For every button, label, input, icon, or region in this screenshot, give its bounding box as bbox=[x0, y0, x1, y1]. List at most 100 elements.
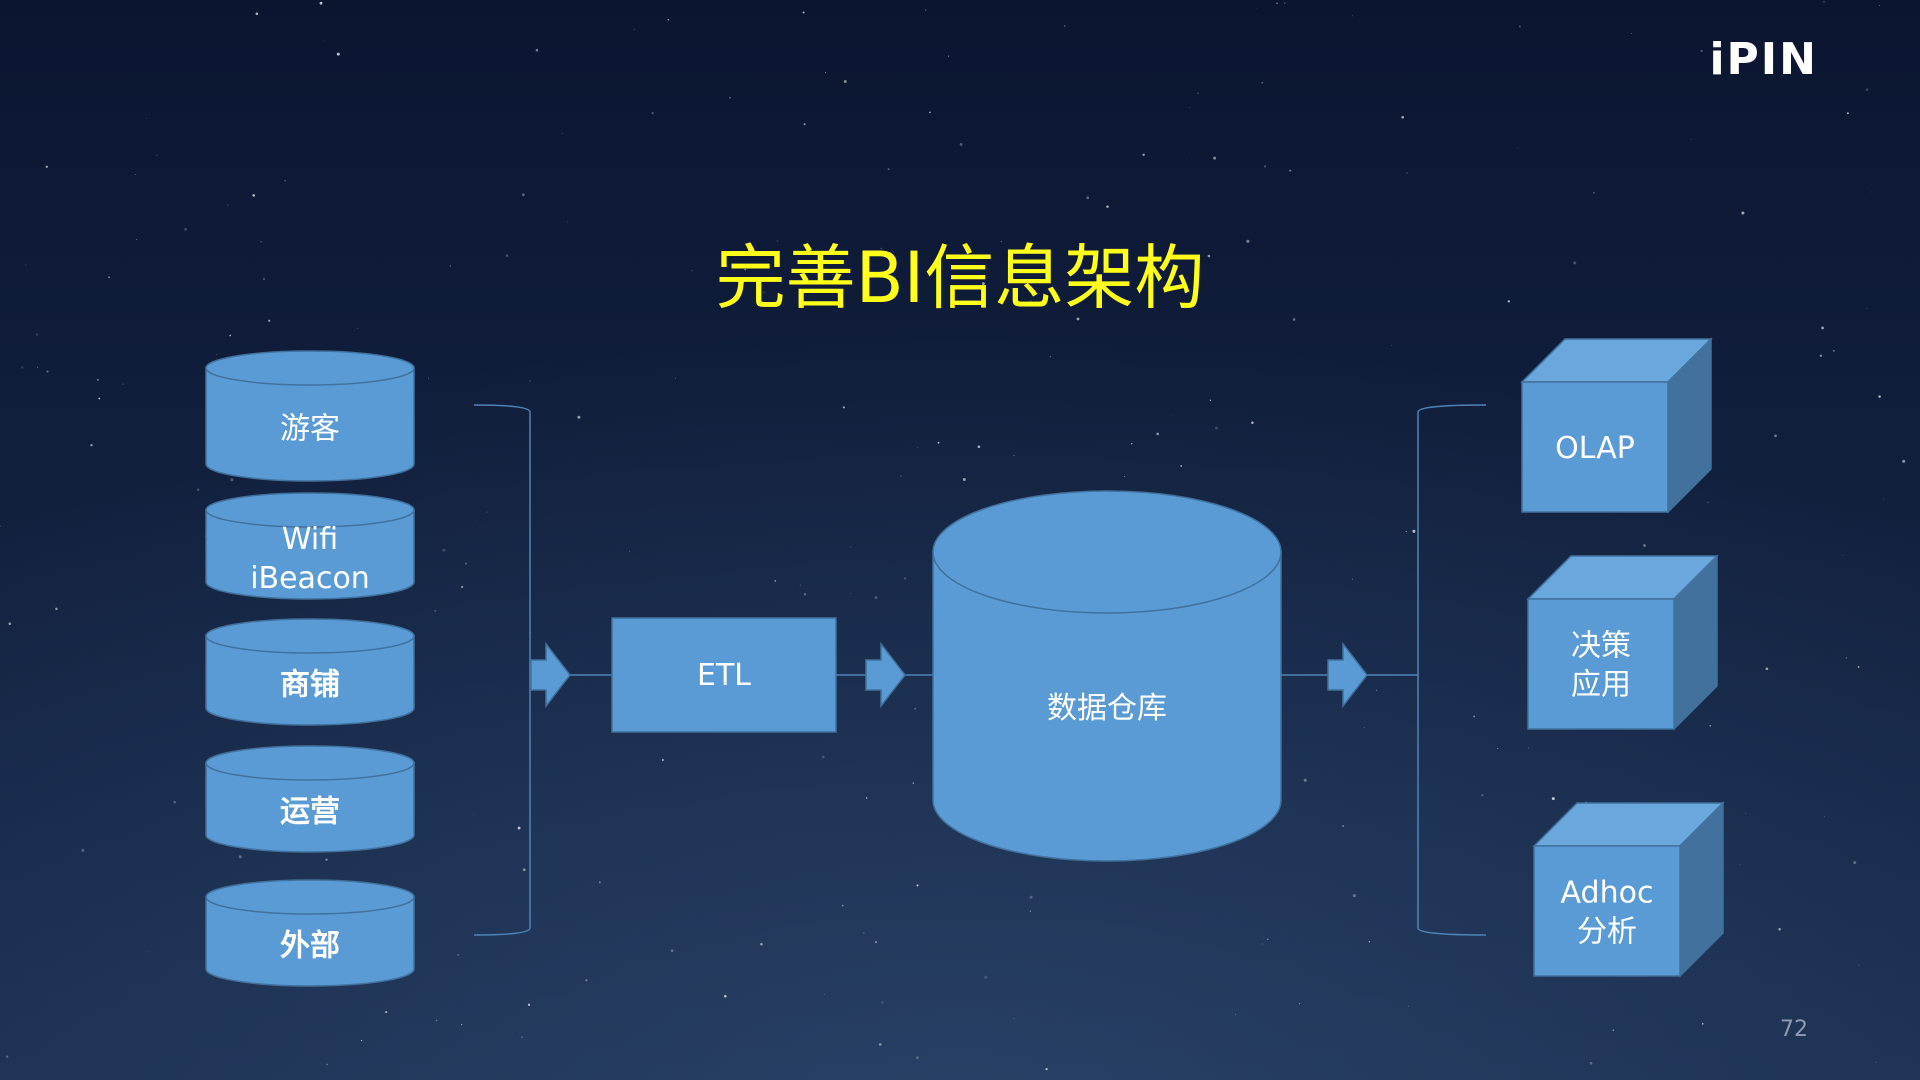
star bbox=[229, 334, 232, 337]
star bbox=[1412, 529, 1416, 533]
star bbox=[360, 1039, 363, 1042]
star bbox=[959, 142, 963, 146]
page-number: 72 bbox=[1780, 1017, 1808, 1042]
star bbox=[1292, 318, 1296, 321]
star bbox=[521, 193, 525, 197]
star bbox=[156, 154, 158, 156]
star bbox=[1643, 544, 1646, 547]
source-cylinder: 外部 bbox=[205, 879, 415, 987]
star bbox=[46, 370, 49, 373]
star bbox=[1866, 307, 1868, 309]
star bbox=[252, 194, 256, 197]
star bbox=[284, 180, 286, 182]
star bbox=[947, 55, 950, 57]
brand-logo: iPIN bbox=[1709, 34, 1818, 85]
star bbox=[486, 511, 488, 513]
star bbox=[1289, 169, 1292, 172]
star bbox=[136, 239, 138, 240]
star bbox=[90, 444, 93, 447]
output-label: 决策应用 bbox=[1571, 628, 1631, 702]
source-label: 运营 bbox=[280, 794, 340, 829]
star bbox=[1029, 910, 1032, 912]
star bbox=[1013, 454, 1015, 456]
star bbox=[1391, 345, 1393, 346]
star bbox=[874, 596, 878, 600]
data-warehouse-cylinder: 数据仓库 bbox=[932, 490, 1282, 862]
star bbox=[565, 1078, 566, 1079]
star bbox=[1197, 92, 1199, 95]
source-label: 游客 bbox=[280, 411, 340, 446]
star bbox=[1213, 156, 1217, 160]
star bbox=[1527, 747, 1529, 749]
star bbox=[1823, 816, 1825, 818]
star bbox=[1189, 106, 1191, 108]
star bbox=[260, 240, 262, 243]
star bbox=[1352, 15, 1354, 17]
star bbox=[1821, 326, 1825, 330]
star bbox=[428, 377, 430, 379]
star bbox=[728, 96, 731, 99]
star bbox=[1401, 115, 1405, 119]
star bbox=[1194, 274, 1196, 276]
star bbox=[35, 333, 39, 336]
star bbox=[1739, 864, 1741, 866]
star bbox=[1857, 666, 1860, 668]
star bbox=[1833, 350, 1835, 352]
star bbox=[522, 868, 526, 872]
star bbox=[577, 415, 581, 419]
etl-box: ETL bbox=[611, 617, 837, 733]
star bbox=[1702, 1023, 1704, 1025]
source-cylinder: 运营 bbox=[205, 745, 415, 853]
star bbox=[464, 562, 468, 565]
star bbox=[262, 277, 266, 281]
star bbox=[1700, 49, 1703, 53]
star bbox=[977, 445, 981, 449]
star bbox=[529, 380, 531, 382]
star bbox=[37, 366, 39, 368]
star bbox=[226, 204, 229, 206]
star bbox=[1375, 689, 1378, 691]
star bbox=[1774, 434, 1777, 438]
star bbox=[1045, 1067, 1048, 1071]
star bbox=[917, 447, 919, 449]
star bbox=[357, 328, 359, 329]
star bbox=[925, 9, 927, 11]
star bbox=[651, 112, 654, 115]
star bbox=[1076, 317, 1080, 321]
star bbox=[562, 133, 563, 134]
output-label: OLAP bbox=[1555, 431, 1635, 466]
star bbox=[1819, 354, 1823, 358]
star bbox=[1551, 797, 1555, 801]
star bbox=[862, 932, 865, 934]
slide-title: 完善BI信息架构 bbox=[716, 237, 1205, 319]
star bbox=[1352, 894, 1356, 898]
star bbox=[1246, 239, 1250, 243]
star bbox=[1263, 165, 1267, 168]
star bbox=[1690, 139, 1692, 141]
star bbox=[850, 593, 852, 594]
star bbox=[1207, 254, 1211, 258]
star bbox=[1063, 25, 1066, 27]
star bbox=[881, 1001, 884, 1004]
star bbox=[850, 546, 852, 548]
star bbox=[803, 123, 806, 126]
star bbox=[1209, 399, 1212, 401]
star bbox=[517, 826, 521, 830]
star bbox=[962, 478, 966, 481]
outputs-bracket bbox=[1417, 404, 1487, 936]
star bbox=[196, 488, 200, 491]
output-cube: OLAP bbox=[1520, 337, 1713, 514]
star bbox=[822, 755, 825, 759]
star bbox=[763, 291, 766, 294]
star bbox=[434, 609, 437, 612]
star bbox=[984, 975, 988, 979]
star bbox=[799, 584, 802, 586]
star bbox=[1846, 112, 1849, 115]
star bbox=[1180, 465, 1183, 467]
star bbox=[803, 593, 807, 596]
star bbox=[6, 1055, 9, 1058]
star bbox=[326, 1063, 328, 1066]
star bbox=[874, 941, 878, 944]
star bbox=[147, 951, 149, 953]
